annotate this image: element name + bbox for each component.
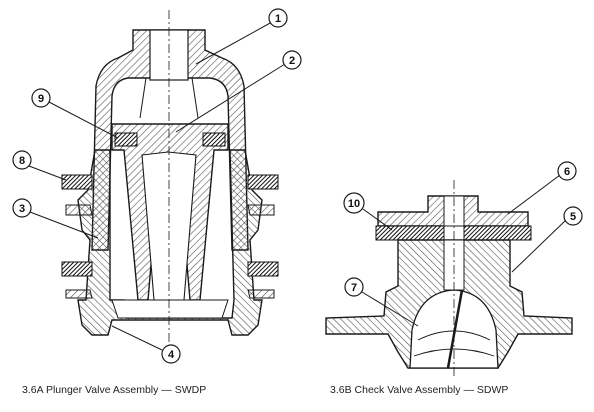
cap-bore: [149, 29, 189, 81]
callout-label: 4: [168, 349, 175, 361]
part-8-gasket-upper-right: [247, 174, 279, 190]
callout-label: 8: [19, 155, 25, 167]
caption-plunger-valve: 3.6A Plunger Valve Assembly — SWDP: [22, 384, 207, 396]
callout-10: 10: [343, 192, 393, 231]
part-9-seal-right: [202, 132, 226, 147]
plunger-valve-assembly: 1 2 3 4 8 9: [12, 8, 302, 364]
callout-1: 1: [195, 8, 288, 65]
callout-label: 2: [289, 55, 295, 67]
callout-label: 3: [19, 203, 25, 215]
caption-check-valve: 3.6B Check Valve Assembly — SDWP: [330, 384, 509, 396]
callout-label: 5: [570, 211, 576, 223]
callout-3: 3: [12, 198, 99, 239]
callout-label: 7: [351, 282, 357, 294]
part-9-seal-left: [114, 132, 138, 147]
callout-5: 5: [511, 206, 583, 273]
check-valve-assembly: 6 10 5 7: [325, 161, 583, 378]
callout-label: 10: [348, 198, 360, 210]
part-8-gasket-lower-left: [61, 261, 93, 277]
callout-label: 6: [564, 166, 570, 178]
callout-2: 2: [175, 50, 302, 133]
callout-label: 1: [275, 13, 281, 25]
callout-6: 6: [507, 161, 577, 215]
callout-7: 7: [344, 277, 419, 327]
part-8-gasket-upper-left: [61, 174, 93, 190]
part-8-gasket-lower-right: [247, 261, 279, 277]
callout-8: 8: [12, 150, 67, 181]
callout-4: 4: [111, 325, 181, 364]
callout-label: 9: [38, 93, 44, 105]
callout-9: 9: [31, 88, 119, 139]
